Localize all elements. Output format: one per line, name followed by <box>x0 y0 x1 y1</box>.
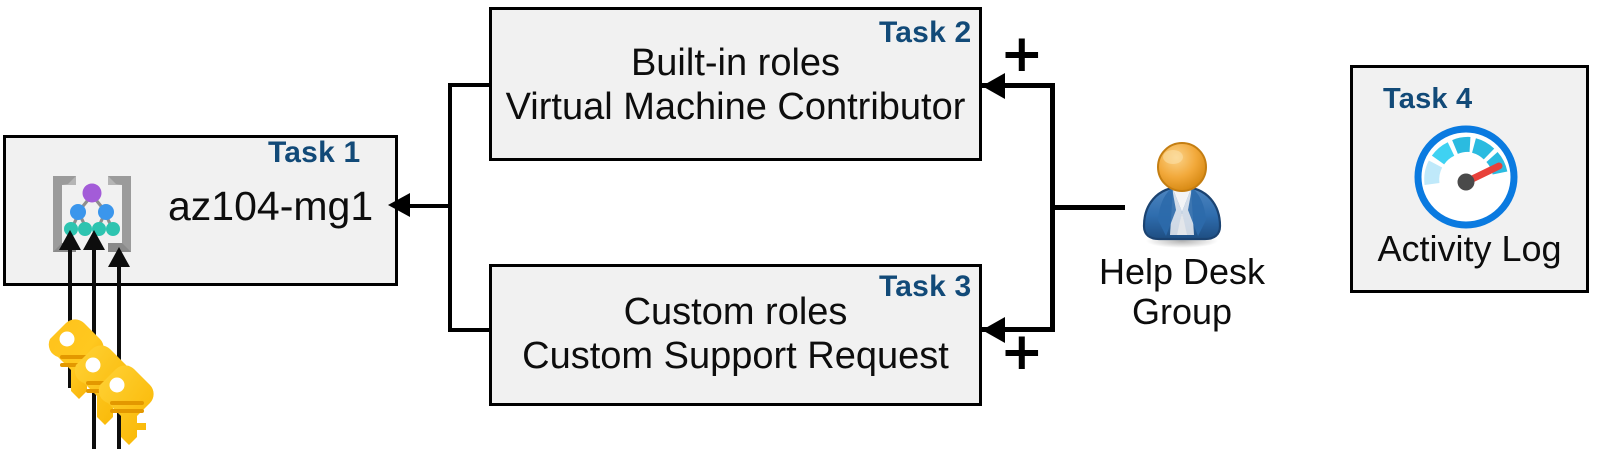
helpdesk-label-line-1: Help Desk <box>1098 251 1266 292</box>
connector-helpdesk-trunk <box>1050 83 1055 332</box>
connector-task2-to-trunk <box>448 83 491 87</box>
task-1-title: az104-mg1 <box>168 183 374 229</box>
task-2-line-1: Built-in roles <box>630 42 841 84</box>
task-3-line-1: Custom roles <box>623 291 848 333</box>
helpdesk-group-label: Help Desk Group <box>1074 252 1290 331</box>
arrowhead-into-task2 <box>982 73 1005 99</box>
key-arrow-line-1 <box>68 248 72 388</box>
task-4-title: Activity Log <box>1377 228 1562 269</box>
activity-log-gauge-icon <box>1414 125 1518 229</box>
connector-helpdesk-to-task3 <box>982 327 1055 332</box>
plus-icon-top: + <box>1000 24 1044 84</box>
connector-roles-trunk <box>448 83 452 332</box>
task-2-box[interactable] <box>489 7 982 161</box>
task-1-label: Task 1 <box>268 136 361 169</box>
key-arrowhead-3 <box>108 247 130 267</box>
helpdesk-label-line-2: Group <box>1131 290 1233 332</box>
keys-icon <box>48 319 154 445</box>
task-3-label: Task 3 <box>879 270 972 303</box>
task-3-line-2: Custom Support Request <box>522 335 949 377</box>
user-group-icon <box>1142 142 1222 248</box>
connector-helpdesk-stub <box>1053 205 1125 210</box>
task-2-text-group: Built-in roles Virtual Machine Contribut… <box>489 7 982 161</box>
key-arrowhead-2 <box>83 230 105 250</box>
task-4-label: Task 4 <box>1383 83 1473 115</box>
key-arrow-line-3 <box>117 265 121 449</box>
connector-task3-to-trunk <box>448 328 491 332</box>
connector-helpdesk-to-task2 <box>982 83 1055 88</box>
plus-icon-bottom: + <box>1000 322 1044 382</box>
connector-trunk-to-task1 <box>398 204 450 208</box>
task-2-line-2: Virtual Machine Contributor <box>505 86 966 128</box>
task-3-box[interactable] <box>489 264 982 406</box>
arrowhead-into-task3 <box>982 317 1005 343</box>
arrowhead-into-task1 <box>388 193 410 217</box>
task-2-label: Task 2 <box>879 16 972 49</box>
key-arrowhead-1 <box>59 230 81 250</box>
task-3-text-group: Custom roles Custom Support Request <box>489 264 982 406</box>
